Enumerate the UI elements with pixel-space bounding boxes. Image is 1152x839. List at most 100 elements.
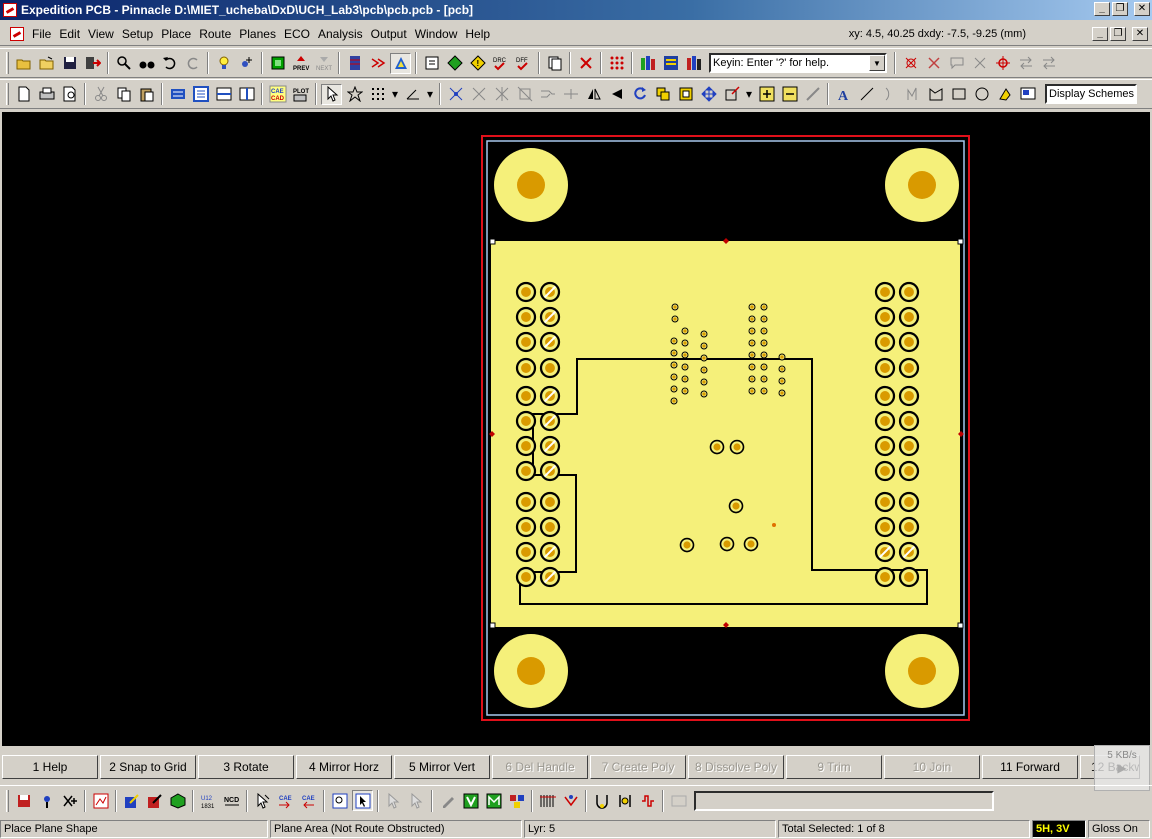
drc-icon[interactable]: DRC xyxy=(490,53,511,74)
display-schemes-field[interactable]: Display Schemes xyxy=(1045,84,1137,104)
menu-output[interactable]: Output xyxy=(370,26,407,41)
gloss-icon[interactable] xyxy=(537,84,558,105)
split-vert-icon[interactable] xyxy=(236,84,257,105)
cae-back-icon[interactable]: CAE xyxy=(298,790,319,811)
toolbar-grip[interactable] xyxy=(6,52,9,74)
select-pointer-icon[interactable] xyxy=(252,790,273,811)
unroute-icon[interactable] xyxy=(468,84,489,105)
document-icon[interactable] xyxy=(10,26,24,41)
circle-tool-icon[interactable] xyxy=(971,84,992,105)
select-arrow-icon[interactable] xyxy=(321,83,342,105)
fkey-dissolve-poly[interactable]: 8 Dissolve Poly xyxy=(688,755,784,779)
arc-tool-icon[interactable] xyxy=(879,84,900,105)
fkey-mirror-horz[interactable]: 4 Mirror Horz xyxy=(296,755,392,779)
disabled-text-icon[interactable] xyxy=(668,790,689,811)
menu-planes[interactable]: Planes xyxy=(239,26,276,41)
polyline-tool-icon[interactable] xyxy=(902,84,923,105)
measure-icon[interactable] xyxy=(802,84,823,105)
green-diamond-icon[interactable] xyxy=(444,53,465,74)
3d-cube-icon[interactable] xyxy=(167,790,188,811)
fill-tool-icon[interactable] xyxy=(994,84,1015,105)
keyin-dropdown-icon[interactable]: ▼ xyxy=(869,55,885,71)
menu-setup[interactable]: Setup xyxy=(121,26,154,41)
plane-shape[interactable] xyxy=(491,241,960,627)
pcb-drawing[interactable] xyxy=(2,112,1150,746)
redo-icon[interactable] xyxy=(182,53,203,74)
doc-minimize-button[interactable]: _ xyxy=(1092,27,1108,41)
netlist-icon[interactable] xyxy=(190,84,211,105)
parts-icon[interactable] xyxy=(683,53,704,74)
mirror-icon[interactable] xyxy=(583,84,604,105)
library-icon[interactable] xyxy=(637,53,658,74)
undo-icon[interactable] xyxy=(159,53,180,74)
place-cell-icon[interactable] xyxy=(652,84,673,105)
zoom-fit-icon[interactable] xyxy=(329,790,350,811)
menu-place[interactable]: Place xyxy=(161,26,192,41)
line-tool-icon[interactable] xyxy=(856,84,877,105)
polygon-tool-icon[interactable] xyxy=(925,84,946,105)
layers-settings-icon[interactable] xyxy=(506,790,527,811)
grid-select-icon[interactable] xyxy=(367,84,388,105)
select-mode-icon[interactable] xyxy=(352,790,373,811)
zoom-icon[interactable] xyxy=(113,53,134,74)
lightbulb-icon[interactable] xyxy=(213,53,234,74)
via-tool-icon[interactable] xyxy=(614,790,635,811)
m-icon[interactable] xyxy=(483,790,504,811)
menu-eco[interactable]: ECO xyxy=(283,26,310,41)
menu-analysis[interactable]: Analysis xyxy=(317,26,363,41)
add-minus-icon[interactable] xyxy=(779,84,800,105)
library-manager-icon[interactable] xyxy=(660,53,681,74)
new-document-icon[interactable] xyxy=(13,84,34,105)
keyin-field[interactable]: Keyin: Enter '?' for help. ▼ xyxy=(709,53,887,73)
fkey-join[interactable]: 10 Join xyxy=(884,755,980,779)
pcb-canvas[interactable] xyxy=(2,112,1150,746)
binoculars-icon[interactable] xyxy=(136,53,157,74)
swap-pins-icon[interactable] xyxy=(1038,53,1059,74)
open-folder-icon[interactable] xyxy=(13,53,34,74)
print-preview-icon[interactable] xyxy=(59,84,80,105)
fkey-create-poly[interactable]: 7 Create Poly xyxy=(590,755,686,779)
open-icon[interactable] xyxy=(36,53,57,74)
route-u-icon[interactable] xyxy=(591,790,612,811)
angle-icon[interactable] xyxy=(402,84,423,105)
close-button[interactable]: ✕ xyxy=(1134,2,1150,16)
pen-icon[interactable] xyxy=(437,790,458,811)
toolbar-grip[interactable] xyxy=(6,83,9,105)
layer-stack-icon[interactable] xyxy=(344,53,365,74)
route-box-icon[interactable] xyxy=(514,84,535,105)
delete-net-icon[interactable] xyxy=(59,790,80,811)
menu-help[interactable]: Help xyxy=(465,26,491,41)
angle-dropdown-icon[interactable]: ▾ xyxy=(426,87,434,101)
minimize-button[interactable]: _ xyxy=(1094,2,1110,16)
menu-file[interactable]: File xyxy=(32,26,52,41)
cae-forward-icon[interactable]: CAE xyxy=(275,790,296,811)
menu-view[interactable]: View xyxy=(88,26,114,41)
delete-x-icon[interactable] xyxy=(575,53,596,74)
fanout-icon[interactable] xyxy=(445,84,466,105)
disabled-pointer-2-icon[interactable] xyxy=(406,790,427,811)
ncd-icon[interactable]: NCD xyxy=(221,790,242,811)
properties-icon[interactable] xyxy=(421,53,442,74)
resize-dropdown-icon[interactable]: ▾ xyxy=(745,87,753,101)
midpoint-handles[interactable] xyxy=(489,238,964,628)
hatch-icon[interactable] xyxy=(537,790,558,811)
group-icon[interactable] xyxy=(675,84,696,105)
move-icon[interactable] xyxy=(698,84,719,105)
route-icon[interactable] xyxy=(367,53,388,74)
save-icon[interactable] xyxy=(59,53,80,74)
copy-icon[interactable] xyxy=(113,84,134,105)
fkey-trim[interactable]: 9 Trim xyxy=(786,755,882,779)
expedition-app-icon[interactable] xyxy=(3,3,17,17)
board-icon[interactable] xyxy=(267,53,288,74)
report-icon[interactable] xyxy=(90,790,111,811)
restore-button[interactable]: ❐ xyxy=(1112,2,1128,16)
route-pattern-icon[interactable] xyxy=(491,84,512,105)
swap-icon[interactable] xyxy=(1015,53,1036,74)
paste-icon[interactable] xyxy=(136,84,157,105)
cut-icon[interactable] xyxy=(90,84,111,105)
fkey-mirror-vert[interactable]: 5 Mirror Vert xyxy=(394,755,490,779)
display-settings-icon[interactable] xyxy=(1017,84,1038,105)
fkey-forward[interactable]: 11 Forward xyxy=(982,755,1078,779)
flip-icon[interactable] xyxy=(606,84,627,105)
doc-restore-button[interactable]: ❐ xyxy=(1110,27,1126,41)
